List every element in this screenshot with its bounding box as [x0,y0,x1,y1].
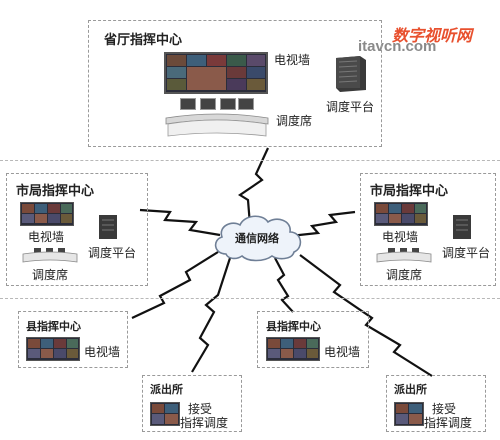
city-left-dispatch-platform-label: 调度平台 [88,246,137,260]
city-left-dispatch-desk [22,248,78,264]
province-video-wall-label: 电视墙 [274,53,311,67]
station-right-title: 派出所 [394,383,427,396]
county-right-title: 县指挥中心 [266,320,321,333]
station-left-video-wall [150,402,180,426]
city-left-video-wall-label: 电视墙 [28,230,65,244]
county-right-video-wall-label: 电视墙 [324,345,361,359]
county-left-title: 县指挥中心 [26,320,81,333]
link-city-left [139,208,221,237]
province-dispatch-platform-label: 调度平台 [326,100,375,114]
province-desk-monitors [180,98,254,112]
city-right-video-wall [374,202,428,226]
station-right-line1: 接受 [432,402,457,416]
station-left-box [142,375,242,432]
station-right-box [386,375,486,432]
county-left-video-wall [26,337,80,361]
province-dispatch-desk-label: 调度席 [276,114,313,128]
city-right-video-wall-label: 电视墙 [382,230,419,244]
station-left-line1: 接受 [188,402,213,416]
city-right-dispatch-desk [376,248,432,264]
station-left-title: 派出所 [150,383,183,396]
city-left-title: 市局指挥中心 [16,184,95,199]
tier-divider-top [0,160,500,161]
link-station-left [191,257,232,373]
province-dispatch-desk [164,110,270,138]
province-video-wall [164,52,268,94]
watermark-brand: 数字视听网 [392,28,473,45]
link-province [237,147,269,226]
city-left-dispatch-platform [96,214,120,240]
province-dispatch-platform [330,54,368,92]
link-county-right [274,257,294,313]
station-right-video-wall [394,402,424,426]
county-right-video-wall [266,337,320,361]
watermark-url: itavcn.com [358,38,437,55]
station-left-line2: 指挥调度 [180,416,229,430]
station-right-line2: 指挥调度 [424,416,473,430]
city-right-title: 市局指挥中心 [370,184,449,199]
city-left-box [6,173,148,286]
tier-divider-bottom [0,298,500,299]
city-right-box [360,173,496,286]
link-station-right [299,254,433,377]
city-right-dispatch-platform-label: 调度平台 [442,246,491,260]
link-county-left [131,251,219,319]
network-label: 通信网络 [235,232,279,245]
city-left-dispatch-desk-label: 调度席 [32,268,69,282]
city-right-dispatch-platform [450,214,474,240]
province-center-title: 省厅指挥中心 [104,33,183,48]
county-left-video-wall-label: 电视墙 [84,345,121,359]
city-left-video-wall [20,202,74,226]
city-right-dispatch-desk-label: 调度席 [386,268,423,282]
network-cloud [208,210,308,264]
link-city-right [289,210,356,238]
province-center-box [88,20,382,147]
county-left-box [18,311,128,368]
cloud-icon [214,215,302,262]
county-right-box [257,311,369,368]
